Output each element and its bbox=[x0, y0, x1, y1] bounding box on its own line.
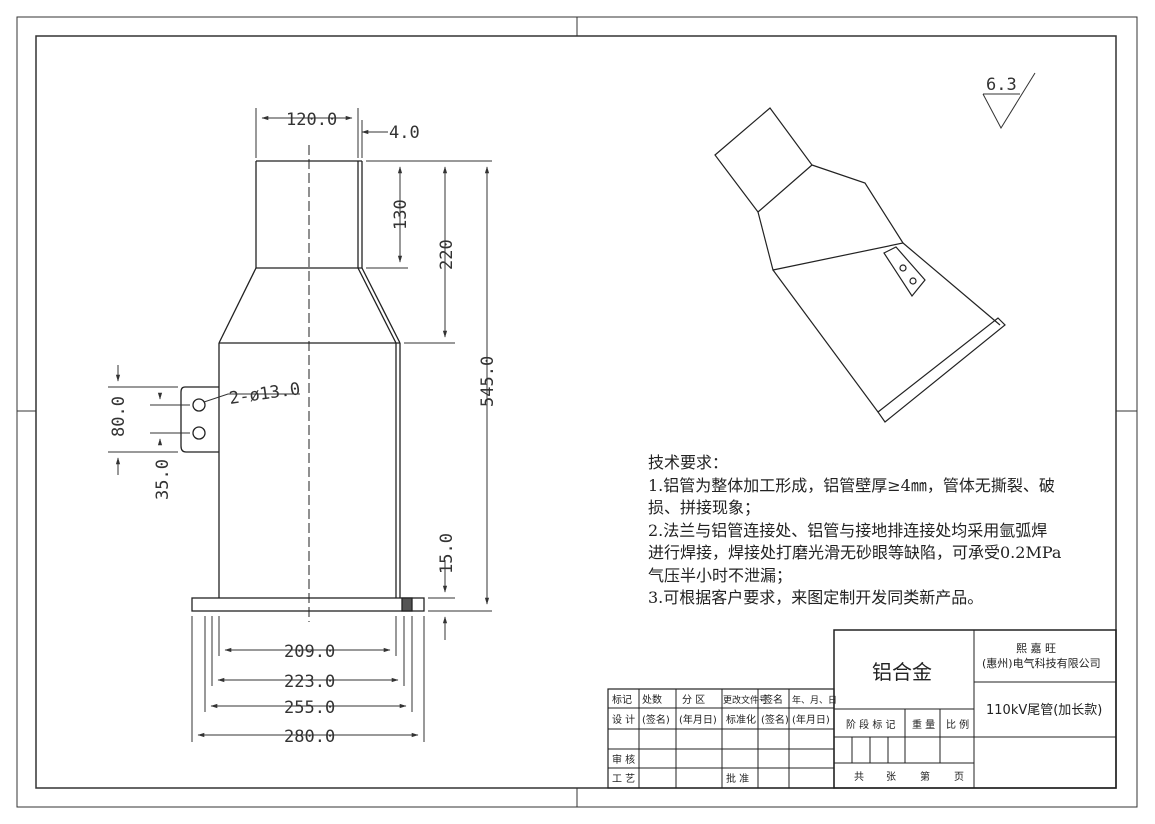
table-cell-label: 处数 bbox=[642, 693, 662, 706]
dim-flange-thickness: 15.0 bbox=[437, 533, 457, 574]
table-cell-label: (年月日) bbox=[679, 713, 717, 726]
material: 铝合金 bbox=[872, 660, 932, 684]
dim-holes: 2-ø13.0 bbox=[228, 379, 302, 409]
process-label: 工 艺 bbox=[612, 773, 635, 785]
dim-top-diameter: 120.0 bbox=[286, 110, 337, 130]
dim-upper-height: 220 bbox=[437, 239, 457, 270]
notes-title: 技术要求： bbox=[648, 453, 729, 472]
notes-line: 2.法兰与铝管连接处、铝管与接地排连接处均采用氩弧焊 bbox=[648, 520, 1048, 540]
dimension-lines bbox=[108, 108, 492, 742]
table-cell-label: 标准化 bbox=[726, 713, 756, 726]
table-cell-label: 签名 bbox=[763, 693, 783, 706]
drawing-frame bbox=[16, 16, 1138, 808]
dim-d2: 223.0 bbox=[284, 672, 335, 692]
dimension-texts: 120.0 4.0 130 220 545.0 80.0 35.0 2-ø13.… bbox=[109, 110, 498, 747]
table-cell-label: (签名) bbox=[642, 713, 670, 726]
table-cell-label: 页 bbox=[954, 771, 964, 783]
surface-roughness-symbol: 6.3 bbox=[982, 72, 1036, 130]
dim-d3: 255.0 bbox=[284, 698, 335, 718]
dim-top-section-height: 130 bbox=[391, 199, 411, 230]
title-block-texts: 铝合金 熙 嘉 旺 (惠州)电气科技有限公司 110kV尾管(加长款) 标记 处… bbox=[612, 641, 1102, 785]
dim-d1: 209.0 bbox=[284, 642, 335, 662]
technical-requirements: 技术要求： 1.铝管为整体加工形成，铝管壁厚≥4㎜，管体无撕裂、破 损、拼接现象… bbox=[648, 452, 1118, 610]
title-block bbox=[607, 629, 1117, 789]
table-cell-label: 比 例 bbox=[946, 718, 969, 731]
review-label: 审 核 bbox=[612, 753, 635, 766]
notes-line: 进行焊接，焊接处打磨光滑无砂眼等缺陷，可承受0.2MPa bbox=[648, 543, 1062, 562]
section-view bbox=[180, 145, 425, 622]
company-full-name: (惠州)电气科技有限公司 bbox=[982, 656, 1101, 670]
dim-hole-spacing: 80.0 bbox=[109, 396, 129, 437]
table-cell-label: 设 计 bbox=[612, 713, 635, 726]
table-cell-label: 重 量 bbox=[912, 718, 935, 731]
dim-wall-thickness: 4.0 bbox=[389, 123, 420, 143]
notes-line: 气压半小时不泄漏； bbox=[648, 565, 793, 585]
table-cell-label: (签名) bbox=[761, 713, 789, 726]
dim-hole-offset: 35.0 bbox=[153, 459, 173, 500]
table-cell-label: 更改文件号 bbox=[723, 694, 768, 706]
dim-d4: 280.0 bbox=[284, 727, 335, 747]
table-cell-label: (年月日) bbox=[792, 713, 830, 726]
table-cell-label: 第 bbox=[920, 770, 930, 783]
notes-line: 3.可根据客户要求，来图定制开发同类新产品。 bbox=[648, 588, 984, 607]
table-cell-label: 标记 bbox=[612, 694, 632, 706]
notes-line: 1.铝管为整体加工形成，铝管壁厚≥4㎜，管体无撕裂、破 bbox=[648, 475, 1055, 495]
approve-label: 批 准 bbox=[726, 772, 749, 785]
roughness-value: 6.3 bbox=[986, 75, 1017, 95]
table-cell-label: 阶 段 标 记 bbox=[846, 718, 896, 731]
table-cell-label: 张 bbox=[886, 771, 896, 783]
notes-line: 损、拼接现象； bbox=[648, 498, 761, 517]
table-cell-label: 分 区 bbox=[682, 694, 705, 706]
table-cell-label: 年、月、日 bbox=[792, 694, 837, 706]
product-name: 110kV尾管(加长款) bbox=[986, 703, 1102, 718]
dim-total-height: 545.0 bbox=[478, 356, 498, 407]
company-name: 熙 嘉 旺 bbox=[1016, 641, 1056, 655]
isometric-view bbox=[714, 107, 1006, 423]
table-cell-label: 共 bbox=[854, 771, 864, 783]
